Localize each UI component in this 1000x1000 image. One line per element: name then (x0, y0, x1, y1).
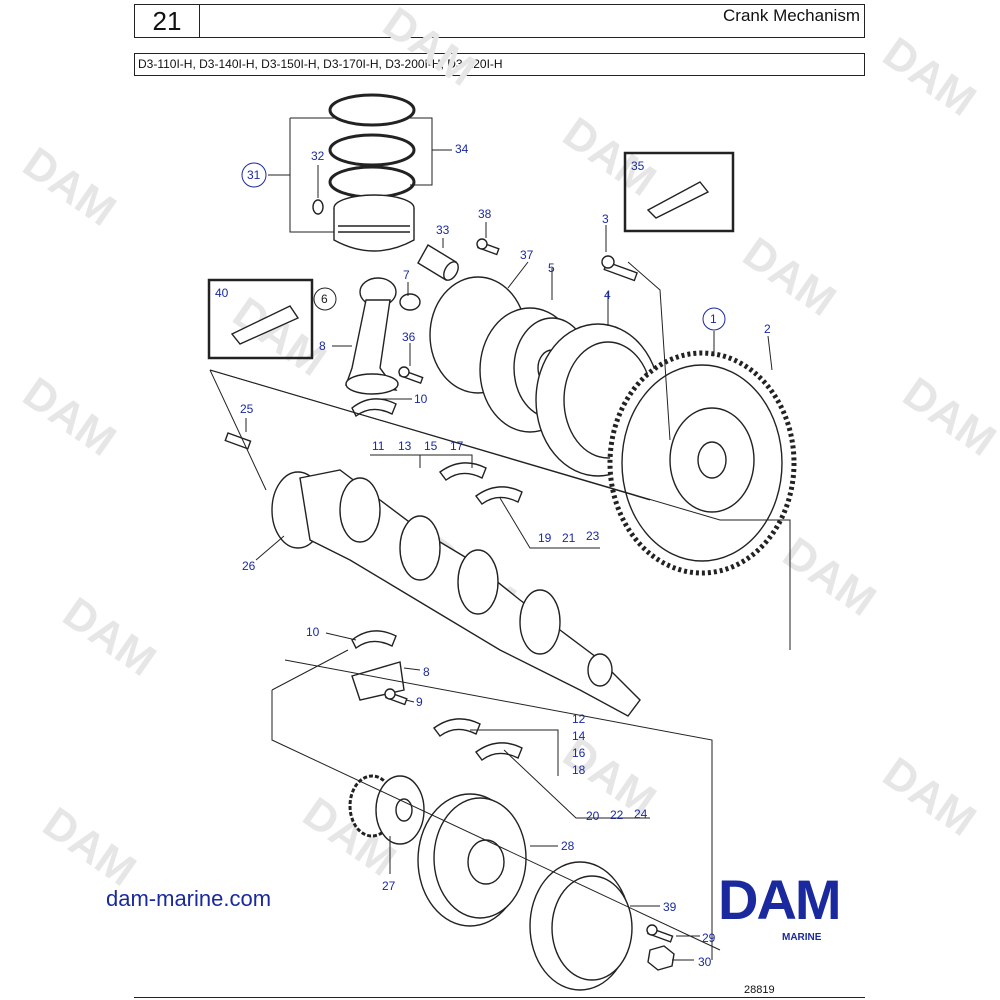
crankshaft (271, 469, 641, 717)
thrust-bearing-lower (475, 742, 523, 761)
watermark-text: DAM (734, 228, 844, 326)
callout-26: 26 (242, 559, 256, 573)
pulley-bolt (646, 924, 674, 943)
callout-25: 25 (240, 402, 254, 416)
callout-15: 15 (424, 439, 438, 453)
dowel-pin (224, 432, 252, 450)
thrust-bearing-upper (433, 718, 481, 737)
callout-40: 40 (215, 286, 229, 300)
callout-7: 7 (403, 268, 410, 282)
main-bearing-upper (439, 462, 487, 481)
figure-number: 28819 (744, 984, 775, 996)
hub-bolt (476, 238, 500, 256)
title-box: Crank Mechanism (199, 4, 865, 38)
section-number: 21 (134, 4, 200, 38)
callout-27: 27 (382, 879, 396, 893)
flywheel (607, 350, 797, 576)
callout-30: 30 (698, 955, 712, 969)
circlip (312, 199, 324, 215)
callout-circle (241, 162, 267, 188)
callout-17: 17 (450, 439, 464, 453)
callout-39: 39 (663, 900, 677, 914)
watermarks: DAM DAM DAM DAM DAM DAM DAM DAM DAM DAM … (14, 0, 1000, 896)
watermark-text: DAM (54, 588, 164, 686)
crank-gear (348, 774, 425, 845)
callout-34: 34 (455, 142, 469, 156)
callout-38: 38 (478, 207, 492, 221)
callout-19: 19 (538, 531, 552, 545)
watermark-text: DAM (874, 748, 984, 846)
sealant-tube-icon (230, 305, 300, 345)
watermark-text: DAM (374, 0, 484, 96)
model-list: D3-110I-H, D3-140I-H, D3-150I-H, D3-170I… (138, 57, 503, 71)
cap-bolt (384, 688, 408, 706)
models-box: D3-110I-H, D3-140I-H, D3-150I-H, D3-170I… (134, 53, 865, 76)
callout-8: 8 (319, 339, 326, 353)
cap-bearing-shell (351, 630, 397, 650)
callout-10: 10 (414, 392, 428, 406)
piston-rings (328, 93, 416, 199)
callout-36: 36 (402, 330, 416, 344)
callout-29: 29 (702, 931, 716, 945)
callout-12: 12 (572, 712, 586, 726)
vibration-damper (529, 861, 633, 991)
callout-22: 22 (610, 808, 624, 822)
callout-23: 23 (586, 529, 600, 543)
callout-6: 6 (321, 292, 328, 306)
callout-32: 32 (311, 149, 325, 163)
sealant-tube-icon (646, 181, 710, 219)
dam-logo-subtitle: MARINE (782, 932, 822, 943)
callout-1: 1 (710, 312, 717, 326)
callout-18: 18 (572, 763, 586, 777)
callout-5: 5 (548, 261, 555, 275)
watermark-text: DAM (874, 28, 984, 126)
callout-9: 9 (416, 695, 423, 709)
callout-21: 21 (562, 531, 576, 545)
rod-bolt (398, 366, 424, 385)
callout-16: 16 (572, 746, 586, 760)
callout-circle (702, 307, 726, 331)
bushing (399, 293, 421, 311)
website-link[interactable]: dam-marine.com (106, 886, 272, 911)
callout-24: 24 (634, 807, 648, 821)
watermark-text: DAM (554, 108, 664, 206)
callout-4: 4 (604, 288, 611, 302)
watermark-text: DAM (774, 528, 884, 626)
callout-31: 31 (247, 168, 261, 182)
sealant-box-35 (623, 151, 735, 233)
watermark-text: DAM (14, 368, 124, 466)
callout-37: 37 (520, 248, 534, 262)
pulley-nut (647, 945, 675, 971)
callout-28: 28 (561, 839, 575, 853)
dam-logo: DAM (718, 868, 842, 931)
crank-pulley (417, 793, 527, 927)
sealant-box-40 (207, 278, 314, 360)
piston (333, 194, 415, 252)
watermark-text: DAM (894, 368, 1000, 466)
connecting-rod (345, 277, 399, 395)
callout-35: 35 (631, 159, 645, 173)
main-bearing-lower (475, 486, 523, 505)
page-title: Crank Mechanism (723, 6, 860, 25)
callout-labels: 1 2 3 4 5 6 7 8 8 9 10 10 11 13 15 17 12… (215, 142, 771, 969)
callout-8-cap: 8 (423, 665, 430, 679)
callout-33: 33 (436, 223, 450, 237)
watermark-text: DAM (14, 138, 124, 236)
parts (207, 93, 797, 991)
watermark-text: DAM (34, 798, 144, 896)
rod-bearing-shell (351, 398, 397, 418)
callout-13: 13 (398, 439, 412, 453)
flywheel-bolt (601, 255, 638, 282)
leader-lines (209, 117, 791, 961)
callout-14: 14 (572, 729, 586, 743)
piston-pin (417, 244, 459, 281)
callout-10-cap: 10 (306, 625, 320, 639)
callout-circle (313, 287, 337, 311)
callout-2: 2 (764, 322, 771, 336)
callout-3: 3 (602, 212, 609, 226)
bottom-rule (134, 997, 865, 998)
callout-11: 11 (372, 439, 385, 453)
callout-20: 20 (586, 809, 600, 823)
